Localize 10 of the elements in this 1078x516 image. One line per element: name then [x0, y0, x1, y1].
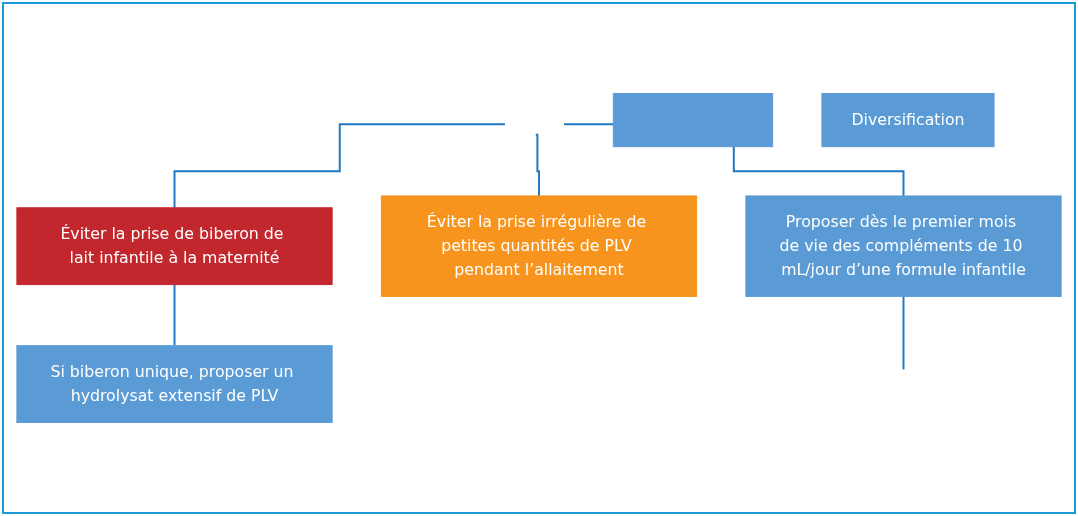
connector [534, 133, 540, 197]
connector [902, 295, 905, 371]
node-box: Éviter la prise irrégulière de petites quantités de PLV pendant l’allaitement [380, 195, 698, 297]
connector [173, 283, 176, 347]
node-box [612, 93, 774, 148]
node-box: Éviter la prise de biberon de lait infantile à la maternité [16, 207, 333, 286]
node-box: Diversification [821, 93, 995, 148]
connector [173, 123, 506, 209]
node-box: Proposer dès le premier mois de vie des compléments de 10 mL/jour d’une formule infantile [745, 195, 1062, 297]
node-box: Si biberon unique, proposer un hydrolysat extensif de PLV [16, 345, 333, 423]
